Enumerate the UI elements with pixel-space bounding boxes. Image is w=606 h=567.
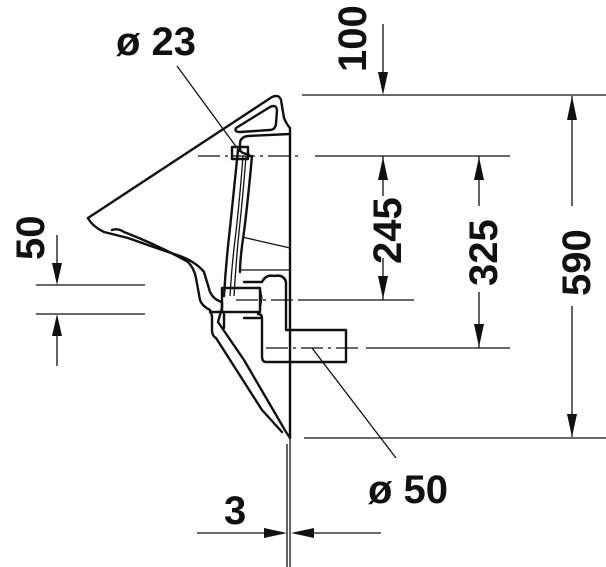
dimension-100: 100 [331, 5, 388, 95]
outlet-diameter-label: ø 50 [368, 468, 448, 512]
dimension-325: 325 [462, 156, 506, 348]
dimension-325-label: 325 [462, 219, 506, 286]
extension-lines [300, 94, 606, 439]
dimension-50-label: 50 [9, 216, 53, 261]
wall-line [286, 128, 291, 567]
dimension-3: 3 [197, 489, 381, 538]
dimension-50: 50 [9, 216, 145, 366]
dimension-3-label: 3 [224, 489, 246, 533]
centre-lines [198, 155, 358, 349]
inlet-diameter-label: ø 23 [116, 20, 196, 64]
callout-outlet-diameter: ø 50 [311, 347, 448, 512]
dimension-590: 590 [555, 96, 599, 437]
dimension-245-label: 245 [366, 197, 410, 264]
urinal-body [86, 94, 292, 440]
dimension-100-label: 100 [331, 5, 375, 72]
callout-inlet-diameter: ø 23 [116, 20, 241, 153]
dimension-590-label: 590 [555, 229, 599, 296]
waste-trap [208, 274, 348, 364]
dimension-245: 245 [366, 156, 410, 300]
